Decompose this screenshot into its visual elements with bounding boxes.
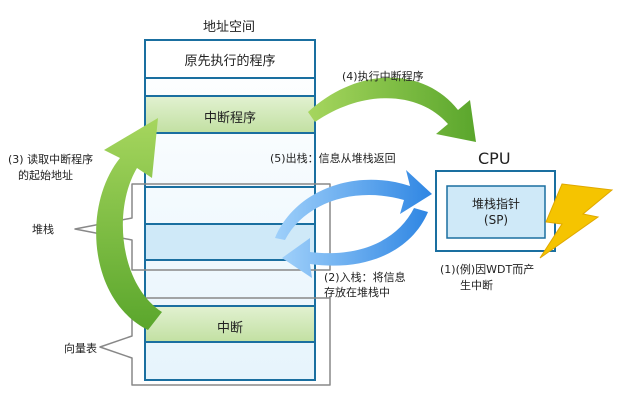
execute-interrupt-arrow bbox=[308, 77, 476, 142]
vector-table-bracket bbox=[99, 297, 331, 386]
pop-label: (5)出栈：信息从堆栈返回 bbox=[270, 152, 396, 165]
pop-arrow bbox=[275, 170, 432, 240]
wdt-cause-label-line1: (1)(例)因WDT而产 bbox=[440, 263, 535, 276]
execute-interrupt-label: (4)执行中断程序 bbox=[342, 70, 424, 83]
row-original-program bbox=[146, 41, 314, 78]
read-address-arrow bbox=[96, 118, 162, 330]
stack-pointer-register bbox=[446, 185, 546, 239]
interrupt-vector-label: 中断 bbox=[216, 321, 243, 336]
cpu-box bbox=[435, 170, 556, 252]
lightning-icon bbox=[539, 183, 614, 259]
original-program-label: 原先执行的程序 bbox=[184, 54, 276, 69]
cpu-title: CPU bbox=[478, 149, 511, 168]
stack-pointer-label-line2: (SP) bbox=[483, 213, 509, 227]
row-interrupt-vector bbox=[146, 307, 314, 342]
stack-pointer-label-line1: 堆栈指针 bbox=[471, 197, 520, 211]
stack-label: 堆栈 bbox=[32, 223, 54, 236]
vector-table-label: 向量表 bbox=[64, 342, 97, 355]
wdt-cause-label-line2: 生中断 bbox=[460, 279, 493, 292]
push-label-line1: (2)入栈：将信息 bbox=[324, 271, 406, 284]
read-address-label-line2: 的起始地址 bbox=[18, 169, 73, 182]
address-space-title: 地址空间 bbox=[203, 20, 256, 35]
read-address-label-line1: (3) 读取中断程序 bbox=[8, 153, 94, 166]
interrupt-program-label: 中断程序 bbox=[203, 111, 256, 126]
push-label-line2: 存放在堆栈中 bbox=[324, 286, 390, 299]
row-interrupt-program bbox=[146, 97, 314, 133]
push-arrow bbox=[282, 208, 428, 278]
